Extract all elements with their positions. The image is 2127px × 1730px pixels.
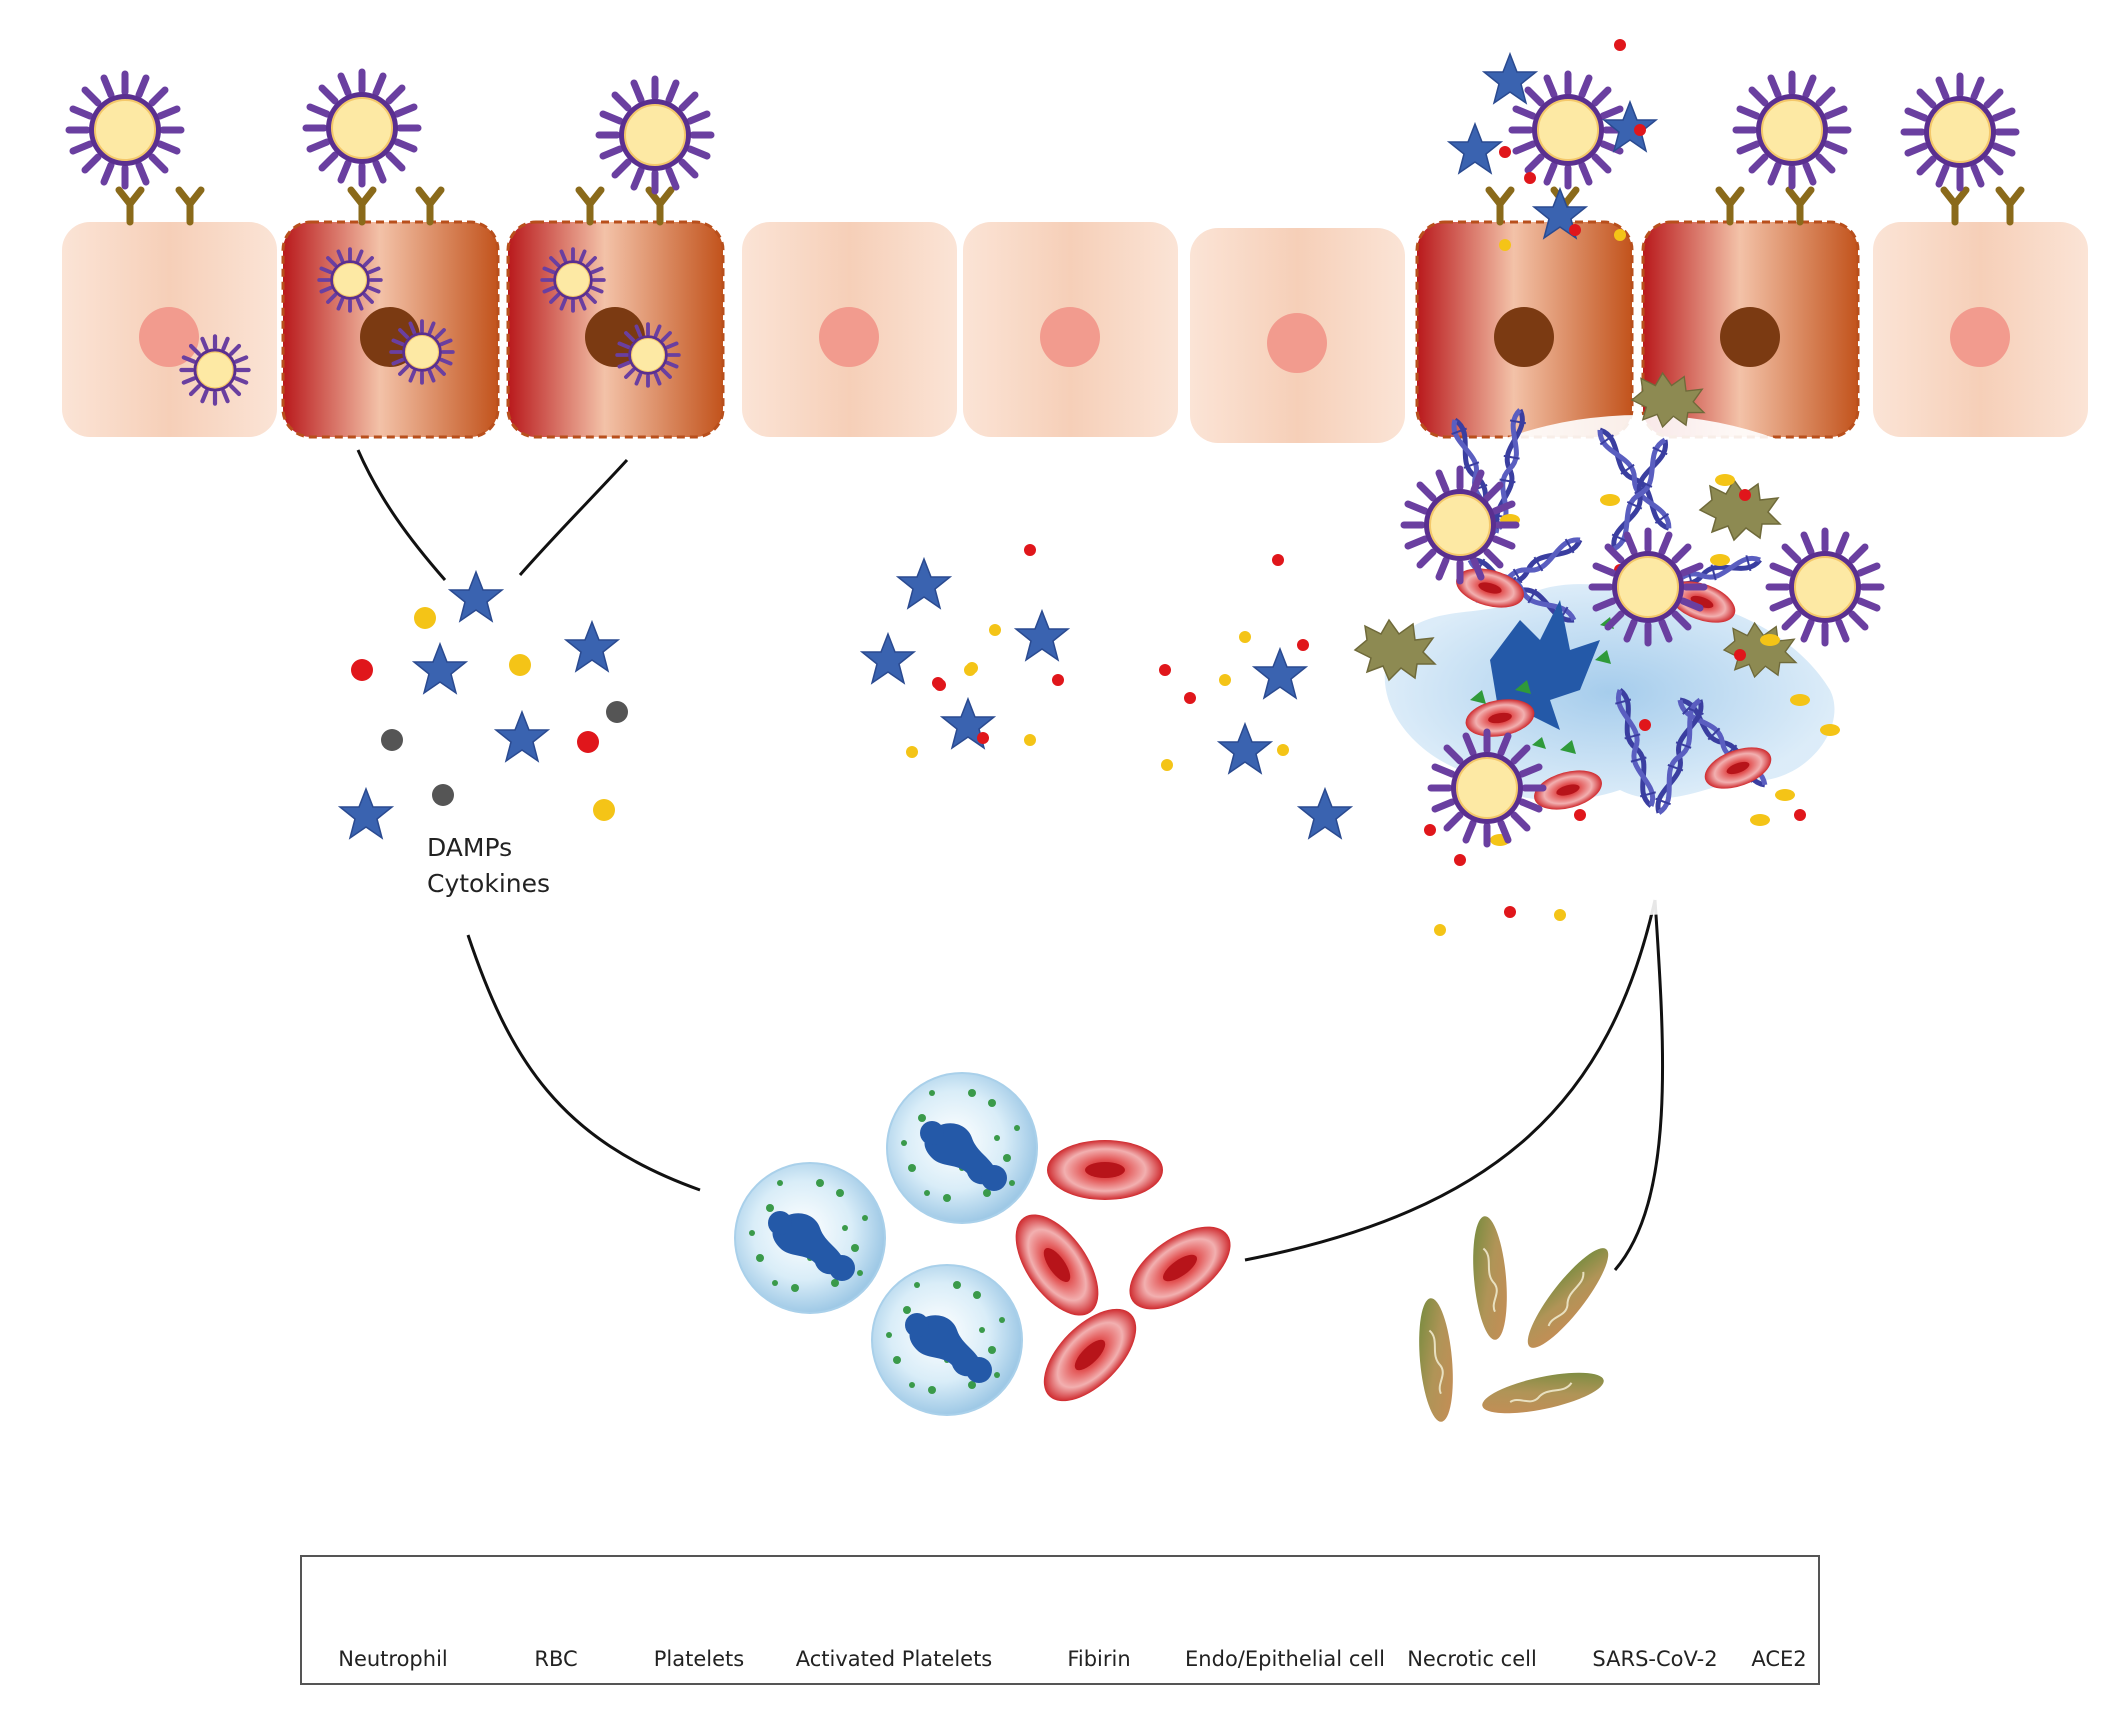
cytokine-star-icon xyxy=(1015,610,1069,661)
rbc-cluster xyxy=(999,1140,1245,1418)
cytokine-star-icon xyxy=(1483,53,1537,104)
virus-icon xyxy=(317,247,383,313)
virus-icon xyxy=(1431,732,1543,844)
legend-label-neutrophil: Neutrophil xyxy=(338,1647,448,1671)
virus-icon xyxy=(1904,76,2016,188)
cytokine-star-icon xyxy=(565,621,619,672)
legend-label-rbc: RBC xyxy=(534,1647,578,1671)
epithelial-cell xyxy=(1190,228,1405,443)
virus-icon xyxy=(615,322,681,388)
ace2-receptors xyxy=(119,190,2021,222)
ace2-icon xyxy=(1789,190,1811,222)
virus-icon xyxy=(69,74,181,186)
neutrophil-icon xyxy=(734,1162,886,1314)
damps-text: DAMPs xyxy=(427,833,513,862)
necrotic-cell xyxy=(281,220,500,439)
epithelial-cell xyxy=(963,222,1178,437)
ace2-icon xyxy=(351,190,373,222)
legend: Neutrophil RBC Platelets Activated Plate… xyxy=(300,1555,1820,1685)
legend-label-ace2: ACE2 xyxy=(1751,1647,1807,1671)
epithelial-cell xyxy=(62,222,277,437)
virus-icon xyxy=(1769,531,1881,643)
virus-icon xyxy=(1512,74,1624,186)
virus-icon xyxy=(181,336,248,403)
necrotic-cell xyxy=(506,220,725,439)
virus-icon xyxy=(1404,469,1516,581)
cytokine-star-icon xyxy=(413,643,467,694)
rbc-icon xyxy=(1047,1140,1163,1200)
cytokines-text: Cytokines xyxy=(427,869,551,898)
legend-label-necrotic-cell: Necrotic cell xyxy=(1407,1647,1537,1671)
rbc-icon xyxy=(1115,1210,1245,1326)
middle-cytokines xyxy=(861,544,1352,839)
platelet-icon xyxy=(1478,1363,1608,1423)
epithelial-cell xyxy=(742,222,957,437)
damps-cytokines-label: DAMPs Cytokines xyxy=(427,830,550,902)
ace2-icon xyxy=(119,190,141,222)
cytokine-star-icon xyxy=(1298,788,1352,839)
epithelial-cell xyxy=(1873,222,2088,437)
ace2-icon xyxy=(419,190,441,222)
virus-icon xyxy=(389,319,455,385)
cytokine-star-icon xyxy=(1253,648,1307,699)
platelet-cluster xyxy=(1413,1213,1620,1425)
top-right-cytokines xyxy=(1448,39,1657,251)
cell-layer xyxy=(62,220,2088,443)
legend-label-platelets: Platelets xyxy=(653,1647,745,1671)
virus-icon xyxy=(1592,531,1704,643)
cytokine-star-icon xyxy=(495,711,549,762)
ace2-icon xyxy=(1489,190,1511,222)
legend-label-fibrin: Fibirin xyxy=(1067,1647,1131,1671)
cytokine-star-icon xyxy=(1448,123,1502,174)
ace2-icon xyxy=(1999,190,2021,222)
platelet-icon xyxy=(1516,1238,1620,1358)
ace2-icon xyxy=(579,190,601,222)
ace2-icon xyxy=(1944,190,1966,222)
cytokine-star-icon xyxy=(1218,723,1272,774)
neutrophil-icon xyxy=(886,1072,1038,1224)
legend-label-epithelial-cell: Endo/Epithelial cell xyxy=(1185,1647,1385,1671)
ace2-icon xyxy=(649,190,671,222)
ace2-icon xyxy=(1719,190,1741,222)
virus-icon xyxy=(599,79,711,191)
viruses-top xyxy=(69,72,2016,191)
cytokine-star-icon xyxy=(897,558,951,609)
virus-icon xyxy=(306,72,418,184)
virus-icon xyxy=(1736,74,1848,186)
ace2-icon xyxy=(179,190,201,222)
platelet-icon xyxy=(1413,1295,1459,1425)
necrotic-cell xyxy=(1415,220,1634,439)
net-thrombus xyxy=(1320,372,1960,936)
legend-label-sars-cov-2: SARS-CoV-2 xyxy=(1592,1647,1718,1671)
legend-label-activated-platelets: Activated Platelets xyxy=(795,1647,993,1671)
connector-lines xyxy=(356,449,1665,1271)
neutrophil-cluster xyxy=(734,1072,1038,1416)
cytokine-star-icon xyxy=(449,571,503,622)
cytokine-star-icon xyxy=(861,633,915,684)
platelet-icon xyxy=(1467,1213,1513,1343)
cytokine-star-icon xyxy=(339,788,393,839)
neutrophil-icon xyxy=(871,1264,1023,1416)
virus-icon xyxy=(540,247,606,313)
damps-cytokines-cluster xyxy=(339,571,628,839)
